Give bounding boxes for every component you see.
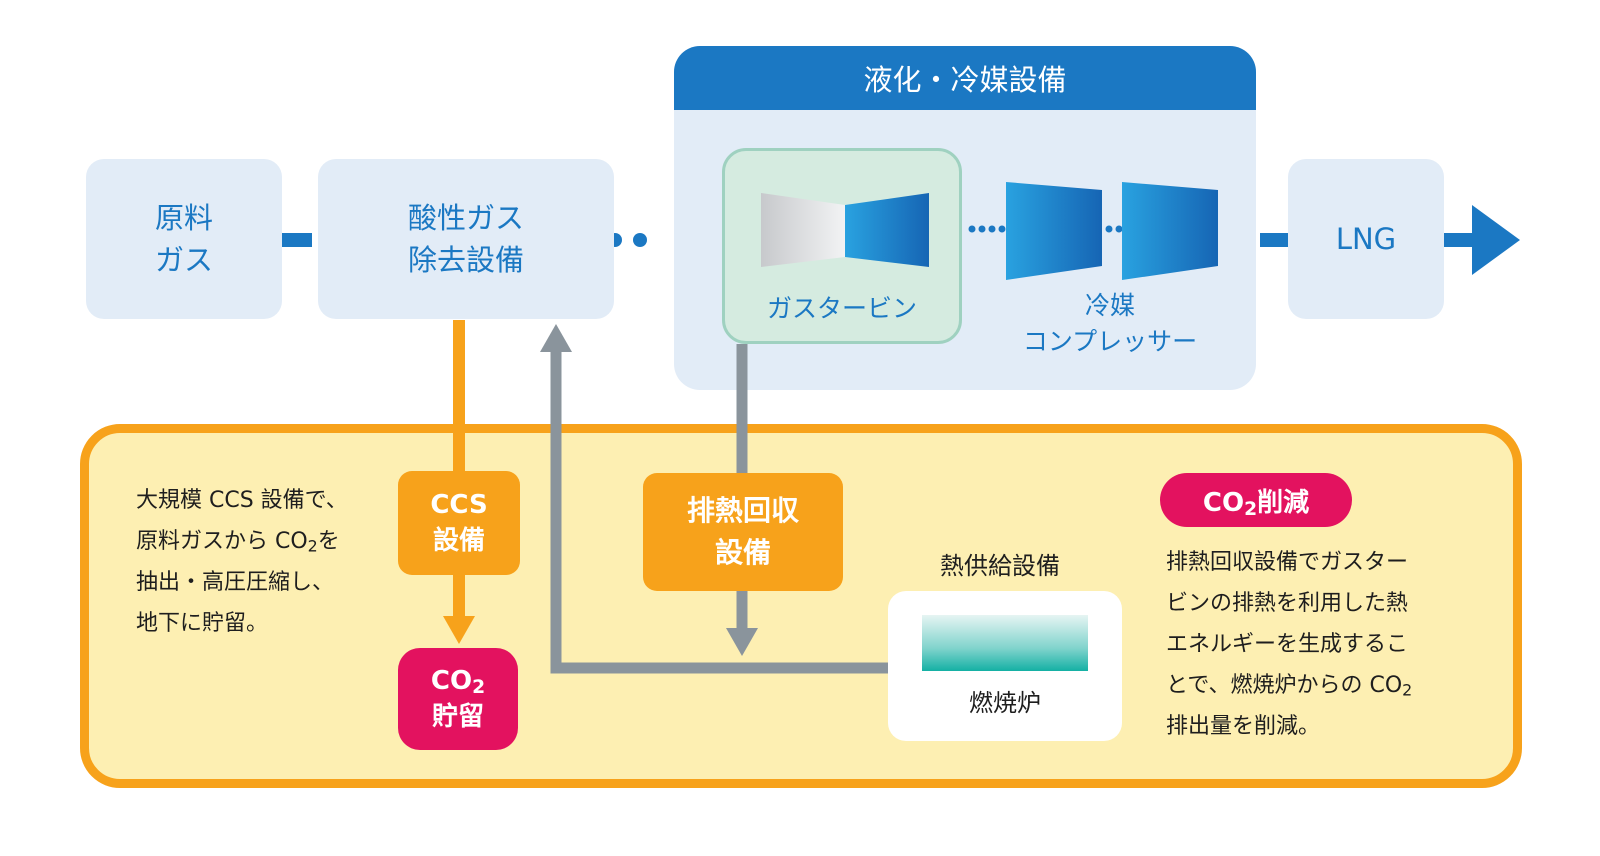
gas-turbine-icon [761, 193, 929, 267]
feed-gas-box: 原料 ガス [86, 159, 282, 319]
ccs-desc-line1: 大規模 CCS 設備で、 [136, 488, 348, 513]
co2-reduction-description: 排熱回収設備でガスター ビンの排熱を利用した熱 エネルギーを生成するこ とで、燃… [1166, 542, 1506, 747]
feed-gas-label-line2: ガス [154, 243, 213, 277]
ccs-description: 大規模 CCS 設備で、 原料ガスから CO2を 抽出・高圧圧縮し、 地下に貯留… [136, 480, 396, 644]
compressor-label-line1: 冷媒 [1084, 291, 1135, 320]
co2-storage-line1: CO2 [430, 666, 486, 699]
compressor-label-line2: コンプレッサー [1022, 327, 1198, 356]
co2-storage-box: CO2 貯留 [398, 648, 518, 750]
ccs-unit-line2: 設備 [432, 526, 485, 556]
acid-gas-label-line1: 酸性ガス [407, 201, 524, 235]
heat-recovery-line2: 設備 [714, 536, 771, 569]
reduction-line4: とで、燃焼炉からの CO2 [1166, 673, 1413, 700]
connector-dot [633, 233, 647, 247]
lng-output-arrow [1444, 205, 1520, 275]
furnace-box: 燃焼炉 [888, 591, 1122, 741]
acid-gas-removal-box: 酸性ガス 除去設備 [318, 159, 614, 319]
feed-gas-label-line1: 原料 [154, 201, 213, 235]
heat-return-arrow [540, 324, 890, 674]
heat-recovery-box: 排熱回収 設備 [643, 473, 843, 591]
ccs-unit-line1: CCS [430, 490, 488, 520]
reduction-line1: 排熱回収設備でガスター [1166, 550, 1409, 575]
lng-box: LNG [1288, 159, 1444, 319]
furnace-icon [922, 615, 1088, 671]
ccs-unit-box: CCS 設備 [398, 471, 520, 575]
acid-gas-label-line2: 除去設備 [407, 243, 524, 277]
refrigerant-compressor-icon [1006, 182, 1218, 280]
ccs-desc-line4: 地下に貯留。 [136, 611, 269, 636]
ccs-desc-line2: 原料ガスから CO2を [136, 529, 340, 556]
reduction-line5: 排出量を削減。 [1166, 714, 1321, 739]
co2-reduction-badge: CO2削減 [1160, 473, 1352, 527]
co2-storage-line2: 貯留 [431, 702, 484, 732]
refrigerant-compressor-label: 冷媒 コンプレッサー [990, 288, 1230, 360]
ccs-desc-line3: 抽出・高圧圧縮し、 [136, 570, 335, 595]
gas-turbine-label: ガスタービン [766, 294, 917, 323]
heat-recovery-line1: 排熱回収 [686, 494, 799, 527]
heat-supply-label: 熱供給設備 [940, 552, 1060, 580]
reduction-line2: ビンの排熱を利用した熱 [1166, 591, 1409, 616]
lng-label: LNG [1335, 222, 1397, 256]
furnace-label: 燃焼炉 [969, 689, 1041, 717]
gas-turbine-box: ガスタービン [722, 148, 962, 344]
liquefaction-header: 液化・冷媒設備 [674, 46, 1256, 110]
liquefaction-title: 液化・冷媒設備 [863, 63, 1067, 97]
reduction-line3: エネルギーを生成するこ [1166, 632, 1409, 657]
